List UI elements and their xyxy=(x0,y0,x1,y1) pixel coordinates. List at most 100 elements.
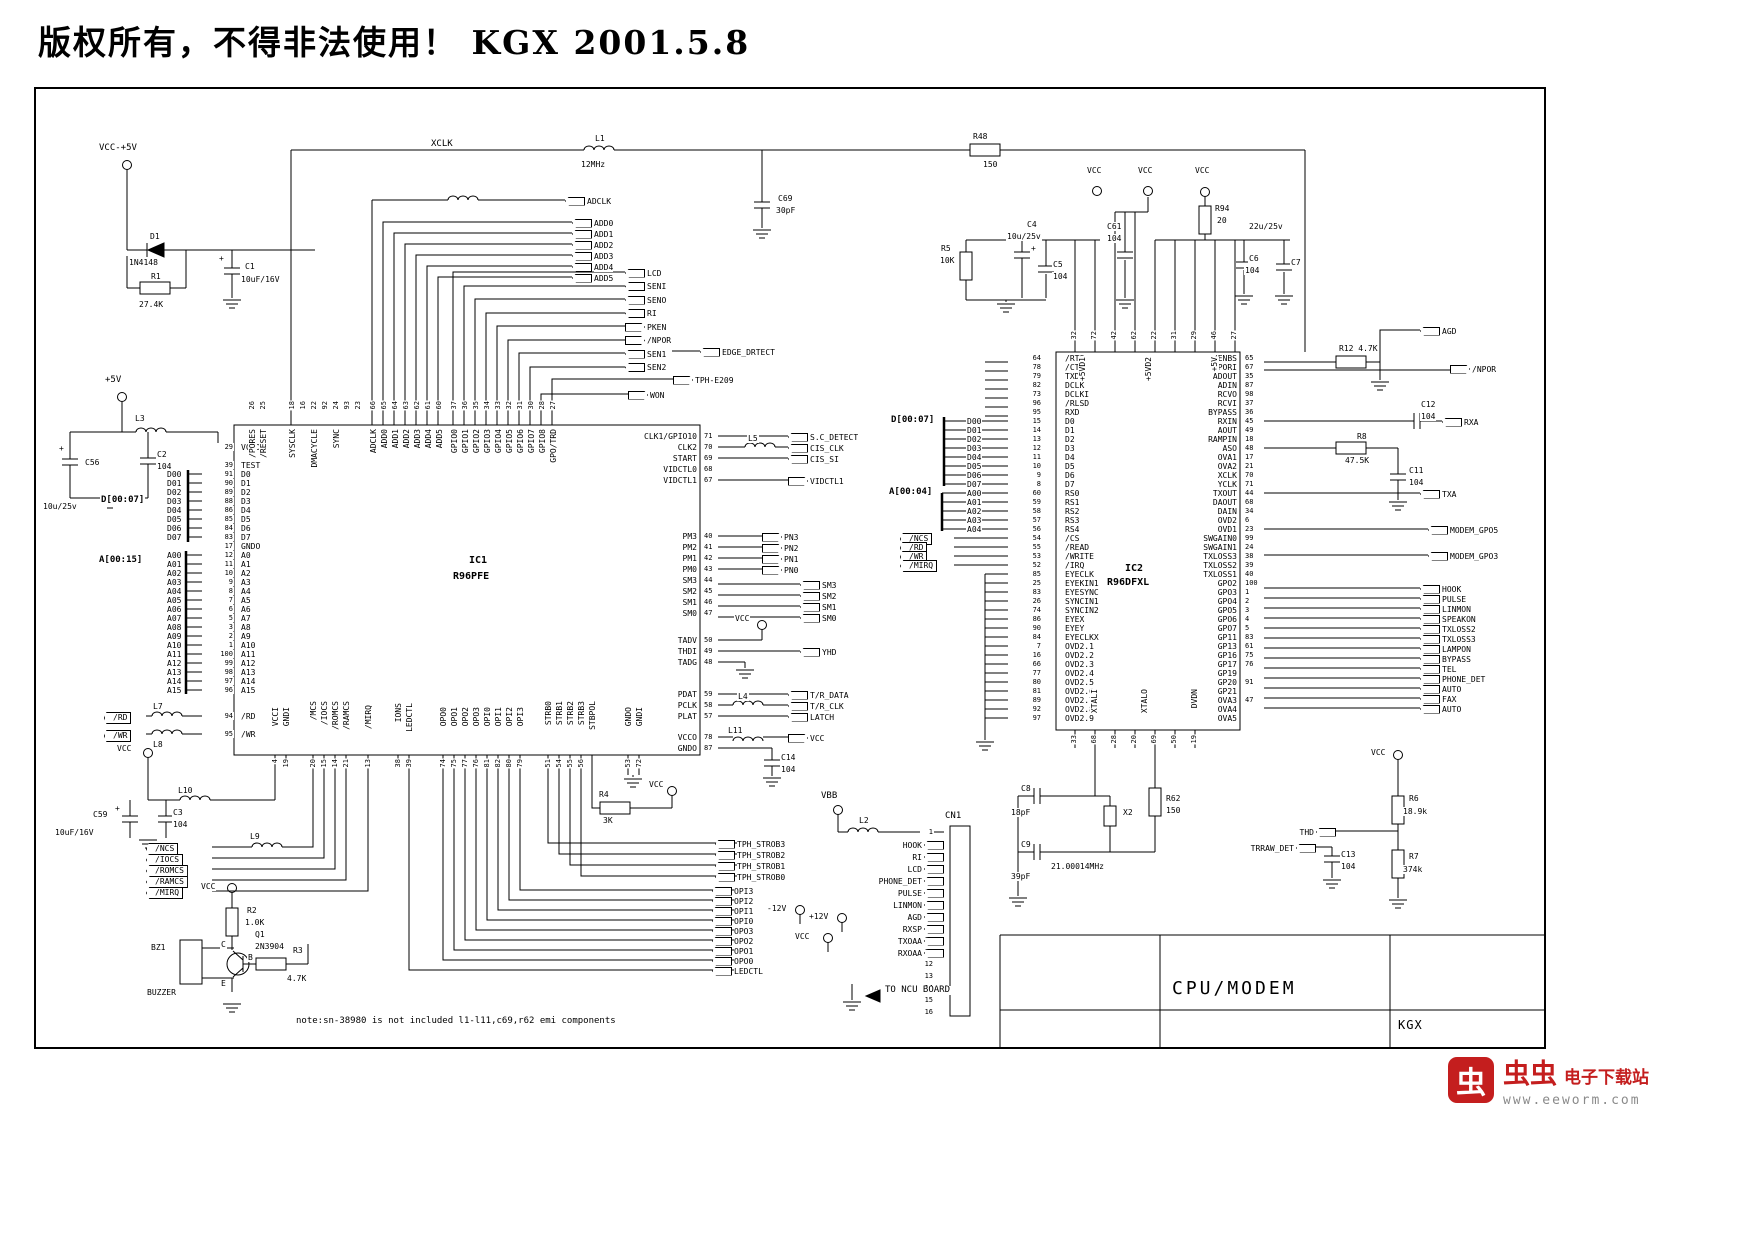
ic2-right-pin-numbers: 1 xyxy=(1244,588,1251,596)
ic1-top-pin-numbers: 32 xyxy=(505,400,513,411)
ic1-left-pin-names: A0 xyxy=(240,551,252,560)
component-label: C5 xyxy=(1052,260,1064,269)
ic1-bottom-pin-names: OPI3 xyxy=(516,706,525,728)
ic1-left-pin-numbers: 86 xyxy=(202,506,234,514)
ic1-right-pin-numbers: 40 xyxy=(703,532,714,540)
ic2-left-pin-numbers: 58 xyxy=(1010,507,1042,515)
component-label: 10u/25v xyxy=(42,502,78,511)
flag-icon xyxy=(572,262,592,272)
signal-flag: TXLOSS2 xyxy=(1420,624,1476,634)
ic2-right-pin-names: GP16 xyxy=(1180,651,1238,660)
signal-flag-label: RXA xyxy=(1464,417,1479,427)
ic1-right-pin-names: VIDCTL0 xyxy=(640,465,698,474)
component-label: 104 xyxy=(1408,478,1425,487)
ground-icon xyxy=(842,1001,862,1011)
ground-icon xyxy=(1388,899,1408,909)
to-ncu-arrow-icon xyxy=(864,989,881,1003)
ic2-left-pin-numbers: 66 xyxy=(1010,660,1042,668)
ic1-left-pin-names: A5 xyxy=(240,596,252,605)
ic1-addr-bus-labels: A01 xyxy=(166,560,183,569)
flag-icon xyxy=(762,565,782,575)
ic1-right-pin-names: START xyxy=(640,454,698,463)
ic2-right-pin-names: GPO6 xyxy=(1180,615,1238,624)
ic1-left-pin-numbers: 7 xyxy=(202,596,234,604)
ic1-addr-bus-labels: A00 xyxy=(166,551,183,560)
component-label: +5V xyxy=(104,375,123,385)
signal-flag-label: OPO2 xyxy=(734,936,754,946)
vcc-terminal-icon xyxy=(122,160,132,170)
ic2-addr-bus-labels: A04 xyxy=(966,525,983,534)
ic1-bottom-pin-names: OPO3 xyxy=(472,706,481,728)
ic1-bottom-pin-numbers: 19 xyxy=(282,758,290,769)
flag-icon xyxy=(800,591,820,601)
signal-flag: /NCS xyxy=(146,843,179,855)
ic2-left-pin-numbers: 52 xyxy=(1010,561,1042,569)
component-label: VCC xyxy=(794,932,811,941)
inductor-l9-icon xyxy=(251,842,283,848)
ic2-left-pin-numbers: 84 xyxy=(1010,633,1042,641)
component-label: 18.9k xyxy=(1402,807,1429,816)
ic2-data-bus-labels: D06 xyxy=(966,471,983,480)
signal-flag-label: PULSE xyxy=(1442,594,1467,604)
ic1-top-pin-numbers: 18 xyxy=(288,400,296,411)
signal-flag-label: SPEAKON xyxy=(1442,614,1476,624)
ic2-left-pin-numbers: 92 xyxy=(1010,705,1042,713)
flag-icon xyxy=(800,613,820,623)
ic1-left-pin-names: D2 xyxy=(240,488,252,497)
signal-flag: RXSP xyxy=(902,924,944,934)
inductor-l10-icon xyxy=(179,795,211,801)
ic2-left-pin-numbers: 55 xyxy=(1010,543,1042,551)
ic2-top-pin-numbers: 31 xyxy=(1170,330,1178,341)
flag-icon xyxy=(715,839,735,849)
signal-flag-label: LINMON xyxy=(893,900,922,910)
ic2-right-pin-names: GPO4 xyxy=(1180,597,1238,606)
ic1-data-bus-labels: D01 xyxy=(166,479,183,488)
signal-flag-label: LCD xyxy=(907,864,922,874)
ic2-left-pin-names: EYESYNC xyxy=(1064,588,1100,597)
signal-flag-label: LEDCTL xyxy=(734,966,763,976)
component-label: C61 xyxy=(1106,222,1123,231)
ic2-left-pin-numbers: 53 xyxy=(1010,552,1042,560)
signal-flag: SEN1 xyxy=(625,349,667,359)
component-label: 39pF xyxy=(1010,872,1032,881)
component-label: 27.4K xyxy=(138,300,165,309)
signal-flag: CIS_CLK xyxy=(788,443,844,453)
ic2-left-pin-names: /WRITE xyxy=(1064,552,1095,561)
ic1-bottom-pin-numbers: 72 xyxy=(635,758,643,769)
signal-flag-label: TPH_STROB2 xyxy=(737,850,786,860)
signal-flag-label: LATCH xyxy=(810,712,835,722)
signal-flag-label: PN3 xyxy=(784,532,799,542)
schematic-frame xyxy=(34,87,1546,1049)
ic1-bottom-pin-names: STRB3 xyxy=(577,700,586,727)
ic2-right-pin-numbers: 36 xyxy=(1244,408,1255,416)
ic2-left-pin-numbers: 11 xyxy=(1010,453,1042,461)
ic1-left-pin-numbers: 3 xyxy=(202,623,234,631)
vcc-terminal-icon xyxy=(1143,186,1153,196)
ic2-right-pin-numbers: 91 xyxy=(1244,678,1255,686)
signal-flag-label: TRRAW_DET xyxy=(1250,843,1294,853)
flag-icon xyxy=(788,476,808,486)
component-label: A[00:15] xyxy=(98,555,144,565)
flag-icon xyxy=(1450,364,1470,374)
ic1-left-pin-numbers: 99 xyxy=(202,659,234,667)
capacitor-c8-icon xyxy=(1033,787,1041,805)
ic2-left-pin-numbers: 82 xyxy=(1010,381,1042,389)
ic2-left-pin-names: OVD2.5 xyxy=(1064,678,1095,687)
ic2-right-pin-names: GPO5 xyxy=(1180,606,1238,615)
ic1-top-pin-numbers: 25 xyxy=(259,400,267,411)
flag-icon xyxy=(712,926,732,936)
ic2-bottom-pin-numbers: 20 xyxy=(1130,734,1138,745)
inductor-l7-icon xyxy=(151,711,183,717)
ic1-right-pin-names: PCLK xyxy=(662,701,698,710)
ground-icon xyxy=(762,777,782,787)
resistor-r48-icon xyxy=(969,143,1001,157)
signal-flag: OPI1 xyxy=(712,906,754,916)
capacitor-c4-icon xyxy=(1013,251,1031,259)
signal-flag-label: T/R_CLK xyxy=(810,701,844,711)
ic1-left-pin-names: A2 xyxy=(240,569,252,578)
ic1-top-pin-numbers: 66 xyxy=(369,400,377,411)
component-label: CN1 xyxy=(944,811,963,821)
ic1-right-pin-numbers: 59 xyxy=(703,690,714,698)
ic2-left-pin-names: OVD2.7 xyxy=(1064,696,1095,705)
component-label: C1 xyxy=(244,262,256,271)
